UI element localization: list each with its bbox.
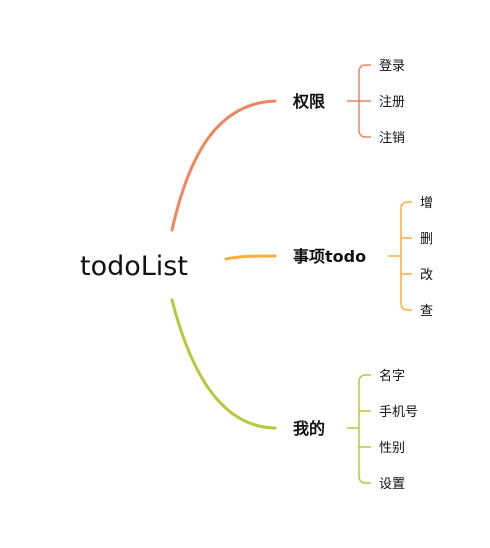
leaf-query[interactable]: 查: [420, 304, 433, 319]
leaf-delete[interactable]: 删: [420, 232, 433, 247]
connector-branch-mine: [170, 298, 277, 430]
leaf-gender[interactable]: 性别: [379, 441, 405, 456]
leaf-settings[interactable]: 设置: [379, 477, 405, 492]
connector-branch-permissions: [170, 99, 277, 232]
branch-label-permissions[interactable]: 权限: [292, 92, 326, 111]
branch-todo[interactable]: 事项todo 增 删 改 查: [293, 196, 433, 319]
leaf-register[interactable]: 注册: [379, 95, 405, 110]
leaf-logout[interactable]: 注销: [379, 131, 405, 146]
leaf-login[interactable]: 登录: [379, 59, 405, 74]
bracket-mine: [347, 374, 371, 484]
leaf-name[interactable]: 名字: [379, 368, 405, 384]
branch-permissions[interactable]: 权限 登录 注册 注销: [292, 59, 405, 146]
bracket-permissions: [347, 64, 371, 138]
leaf-edit[interactable]: 改: [420, 268, 433, 283]
connector-branch-todo: [224, 254, 277, 261]
branch-label-todo[interactable]: 事项todo: [293, 247, 366, 266]
branch-mine[interactable]: 我的 名字 手机号 性别 设置: [293, 368, 418, 492]
root-node-label[interactable]: todoList: [80, 251, 188, 282]
leaf-phone[interactable]: 手机号: [379, 405, 418, 420]
bracket-todo: [388, 201, 412, 311]
branch-label-mine[interactable]: 我的: [293, 419, 325, 438]
leaf-add[interactable]: 增: [420, 196, 433, 211]
